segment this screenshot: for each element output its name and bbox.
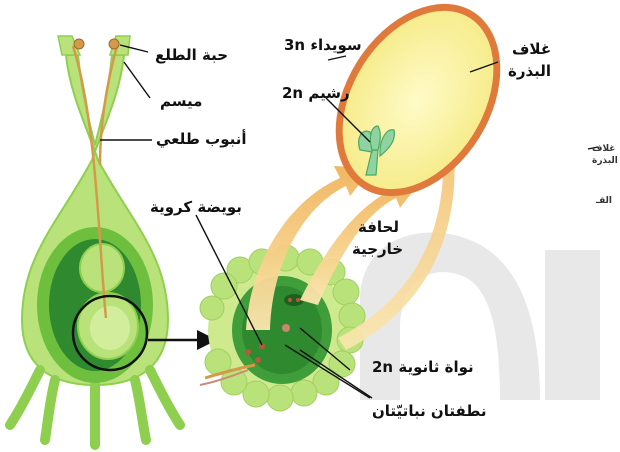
label-outer-rim-1: لحافة [358, 218, 399, 236]
label-pollen-tube: أنبوب طلعي [156, 130, 247, 148]
label-side-seed-coat-2: البذرة [592, 156, 618, 166]
label-side-seed-coat-1: غلاف [592, 144, 615, 154]
label-outer-rim-2: خارجية [352, 240, 403, 258]
label-spherical-egg: بويضة كروية [150, 198, 242, 216]
seed [302, 0, 534, 226]
label-secondary-nucleus: نواة ثانوية 2n [372, 358, 474, 376]
pollen-grain-right [109, 39, 119, 49]
label-embryo: رشيم 2n [282, 84, 350, 102]
label-pollen-grain: حبة الطلع [155, 46, 228, 64]
pollen-grain-left [74, 39, 84, 49]
label-seed-coat-1: غلاف [512, 40, 551, 58]
label-two-sperm: نطفتان نباتيّتان [372, 402, 487, 420]
label-endosperm: سويداء 3n [284, 36, 362, 54]
zoomed-ovule [200, 245, 365, 411]
label-seed-coat-2: البذرة [508, 62, 551, 80]
pistil [10, 36, 180, 445]
label-stigma: ميسم [160, 92, 202, 110]
label-side-partial: القـ [596, 196, 612, 206]
